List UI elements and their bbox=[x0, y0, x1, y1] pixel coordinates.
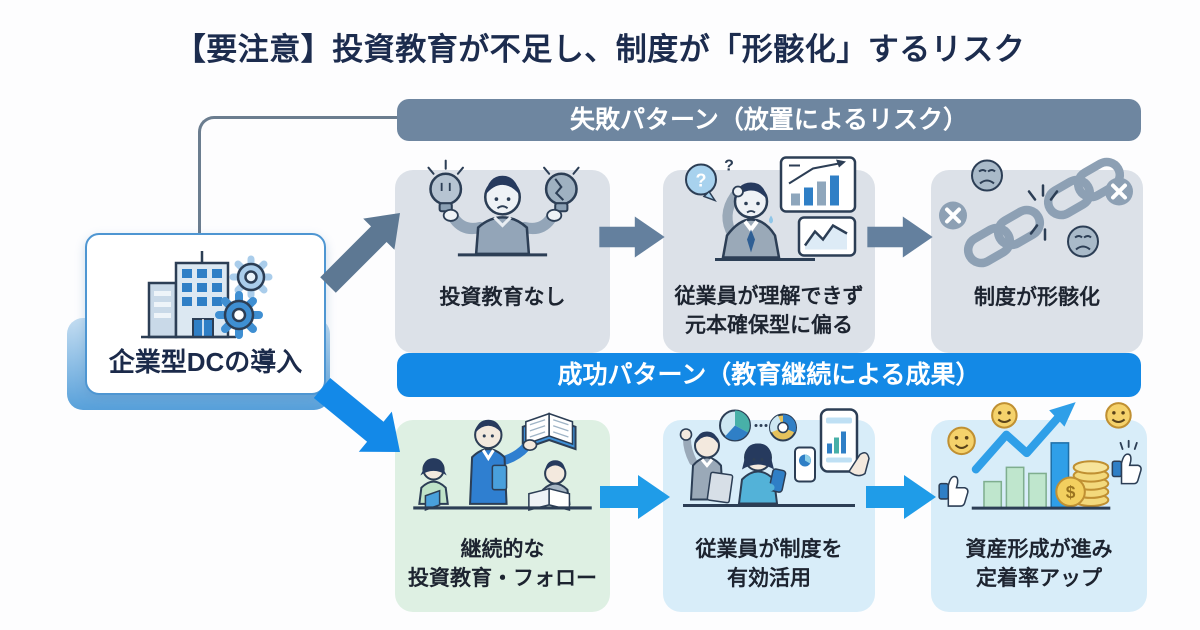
success-step-continuous-education: 継続的な 投資教育・フォロー bbox=[395, 412, 610, 612]
coin-stack-icon: $ bbox=[1055, 460, 1110, 508]
line-chart-icon bbox=[797, 216, 857, 257]
caption-line-2: 定着率アップ bbox=[976, 567, 1102, 591]
open-book-icon bbox=[521, 412, 577, 451]
flow-arrow-icon bbox=[600, 475, 670, 519]
svg-text:$: $ bbox=[1066, 482, 1076, 502]
broken-lightbulb-icon bbox=[543, 166, 580, 213]
teacher-icon bbox=[468, 419, 538, 505]
page-title: 【要注意】投資教育が不足し、制度が「形骸化」するリスク bbox=[174, 32, 1026, 67]
caption-line-1: 資産形成が進み bbox=[965, 538, 1113, 562]
caption-line-2: 投資教育・フォロー bbox=[408, 567, 597, 591]
caption-line-2: 元本確保型に偏る bbox=[685, 314, 853, 338]
failure-step-misunderstanding: ? ? 従業員が理解できず 元本確保型に偏る bbox=[663, 156, 875, 353]
gear-icon bbox=[214, 291, 263, 339]
thumbs-up-icon bbox=[938, 475, 969, 507]
svg-text:?: ? bbox=[724, 158, 734, 175]
investment-seminar-illustration bbox=[413, 412, 592, 512]
svg-text:?: ? bbox=[696, 171, 707, 191]
caption-line-1: 従業員が制度を bbox=[695, 538, 843, 562]
success-header-label: 成功パターン（教育継続による成果） bbox=[557, 361, 981, 389]
failure-step-no-education: 投資教育なし bbox=[395, 159, 610, 353]
flow-arrow-icon bbox=[866, 475, 936, 519]
x-mark-icon bbox=[939, 201, 967, 230]
small-phone-icon bbox=[794, 446, 816, 483]
success-step-asset-growth: $ bbox=[931, 402, 1147, 612]
bar-chart-icon bbox=[779, 156, 857, 213]
caption-line-1: 企業型DCの導入 bbox=[108, 347, 303, 378]
step-caption: 投資教育なし bbox=[395, 284, 610, 313]
asset-growth-illustration: $ bbox=[938, 402, 1142, 510]
caption-line-1: 制度が形骸化 bbox=[974, 286, 1100, 310]
source-card: 企業型DCの導入 bbox=[85, 233, 326, 395]
confused-person-icon bbox=[721, 182, 781, 259]
caption-line-1: 従業員が理解できず bbox=[674, 285, 864, 309]
smiley-face-icon bbox=[947, 402, 1132, 456]
caption-line-1: 継続的な bbox=[460, 538, 545, 562]
step-caption: 制度が形骸化 bbox=[931, 284, 1143, 313]
source-to-failure-connector bbox=[198, 116, 401, 237]
success-pattern-header: 成功パターン（教育継続による成果） bbox=[397, 353, 1141, 397]
flow-arrow-icon bbox=[867, 216, 933, 258]
confused-employee-illustration: ? ? bbox=[685, 156, 857, 261]
students-icon bbox=[418, 458, 571, 512]
lit-lightbulb-icon bbox=[427, 159, 464, 213]
pie-chart-icon bbox=[719, 409, 751, 442]
employees-icon bbox=[679, 428, 787, 505]
sad-face-icon bbox=[1067, 225, 1099, 258]
thumbs-up-icon bbox=[1111, 439, 1142, 485]
broken-chain-illustration bbox=[939, 157, 1133, 268]
step-caption: 資産形成が進み 定着率アップ bbox=[931, 536, 1147, 594]
office-building-icon bbox=[140, 251, 272, 339]
step-caption: 継続的な 投資教育・フォロー bbox=[395, 536, 610, 594]
employees-using-app-illustration bbox=[679, 408, 870, 507]
source-card-label: 企業型DCの導入 bbox=[87, 345, 324, 381]
break-spark-icon bbox=[1027, 184, 1059, 241]
donut-chart-icon bbox=[769, 413, 797, 442]
caption-line-2: 有効活用 bbox=[727, 567, 811, 591]
x-mark-icon bbox=[1105, 177, 1133, 206]
failure-pattern-header: 失敗パターン（放置によるリスク） bbox=[397, 99, 1141, 141]
step-caption: 従業員が理解できず 元本確保型に偏る bbox=[663, 283, 875, 341]
failure-header-label: 失敗パターン（放置によるリスク） bbox=[569, 106, 968, 134]
shrugging-person-icon bbox=[442, 175, 563, 256]
sad-face-icon bbox=[971, 159, 1003, 192]
shrugging-person-with-lightbulbs-illustration bbox=[427, 159, 580, 257]
failure-step-hollow-system: 制度が形骸化 bbox=[931, 157, 1143, 353]
success-step-effective-use: 従業員が制度を 有効活用 bbox=[663, 408, 875, 612]
question-bubble-icon: ? ? bbox=[685, 158, 734, 202]
caption-line-1: 投資教育なし bbox=[439, 286, 566, 310]
rising-arrow-icon bbox=[971, 402, 1076, 474]
flow-arrow-icon bbox=[599, 216, 665, 258]
broken-chain-icon bbox=[963, 157, 1125, 268]
step-caption: 従業員が制度を 有効活用 bbox=[663, 536, 875, 594]
gear-icon bbox=[229, 255, 272, 299]
smartphone-icon bbox=[819, 408, 870, 477]
